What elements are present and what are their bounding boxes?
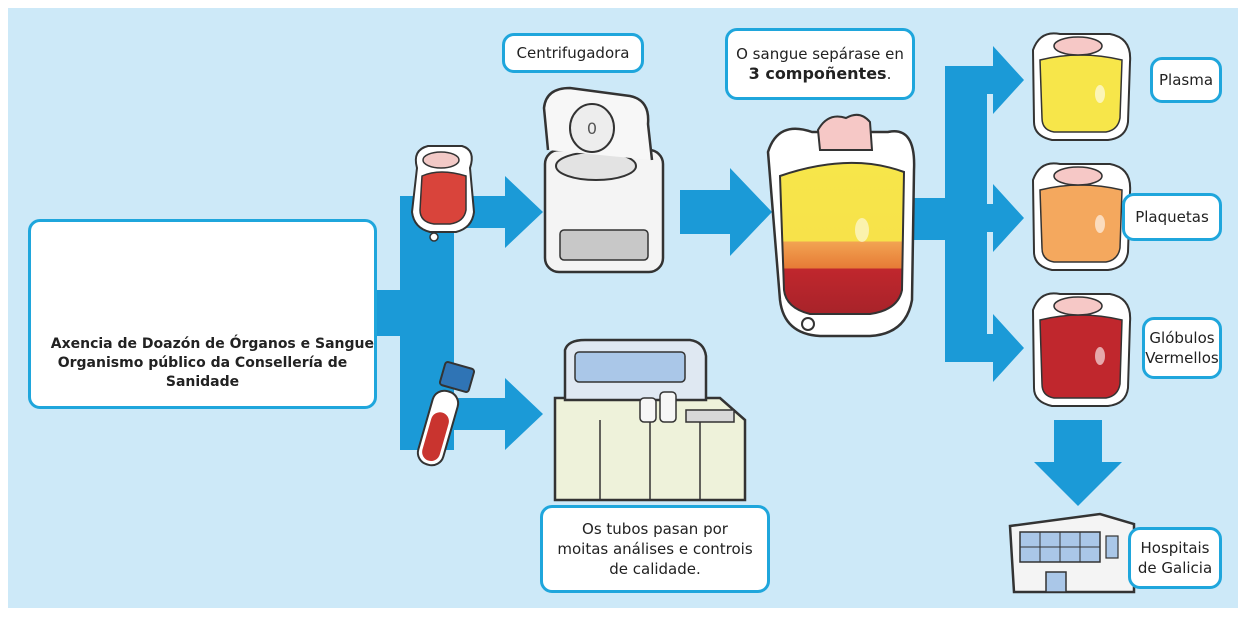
- agency-box: Axencia de Doazón de Órganos e Sangue Or…: [28, 219, 377, 409]
- platelets-label: Plaquetas: [1122, 193, 1222, 241]
- centrifuge-label: Centrifugadora: [502, 33, 644, 73]
- hospital-icon: [1008, 512, 1136, 594]
- agency-name: Axencia de Doazón de Órganos e Sangue: [50, 336, 374, 352]
- hospitals-line1: Hospitais: [1140, 539, 1210, 557]
- separated-blood-bag-icon: [766, 113, 916, 338]
- separation-bold: 3 compoñentes: [748, 64, 887, 83]
- centrifuge-label-text: Centrifugadora: [516, 44, 630, 62]
- separation-suffix: .: [886, 65, 892, 83]
- arrow-to-hospitals: [1034, 420, 1122, 506]
- platelets-label-text: Plaquetas: [1135, 208, 1209, 226]
- separation-label: O sangue sepárase en 3 compoñentes.: [725, 28, 915, 100]
- arrow-to-platelets: [960, 184, 1024, 252]
- red-cells-bag-icon: [1031, 292, 1132, 407]
- arrow-to-separation: [680, 168, 772, 256]
- agency-subtitle: Organismo público da Consellería de Sani…: [57, 355, 348, 390]
- tests-line3: de calidade.: [609, 560, 701, 578]
- hospitals-label: Hospitais de Galicia: [1128, 527, 1222, 589]
- blood-bag-icon: [410, 145, 476, 242]
- analyzer-machine-icon: [553, 338, 747, 502]
- red-cells-line2: Vermellos: [1145, 349, 1219, 367]
- arrow-to-red-cells: [960, 314, 1024, 382]
- red-cells-label: Glóbulos Vermellos: [1142, 317, 1222, 379]
- separation-line2: 3 compoñentes.: [749, 64, 892, 84]
- svg-text:0: 0: [587, 119, 597, 138]
- plasma-label: Plasma: [1150, 57, 1222, 103]
- tests-label: Os tubos pasan por moitas análises e con…: [540, 505, 770, 593]
- plasma-label-text: Plasma: [1158, 71, 1214, 89]
- flow-arrows: [376, 46, 1122, 506]
- separation-line1: O sangue sepárase en: [736, 45, 904, 63]
- test-tube-icon: [416, 361, 476, 467]
- arrow-to-analyzer: [440, 378, 543, 450]
- tests-line2: moitas análises e controis: [557, 540, 753, 558]
- hospitals-line2: de Galicia: [1137, 559, 1213, 577]
- arrow-to-plasma: [960, 46, 1024, 114]
- centrifuge-icon: 0: [542, 86, 665, 274]
- tests-line1: Os tubos pasan por: [582, 520, 728, 538]
- red-cells-line1: Glóbulos: [1149, 329, 1215, 347]
- plasma-bag-icon: [1031, 32, 1132, 141]
- platelets-bag-icon: [1031, 162, 1132, 271]
- arrow-to-centrifuge: [440, 176, 543, 248]
